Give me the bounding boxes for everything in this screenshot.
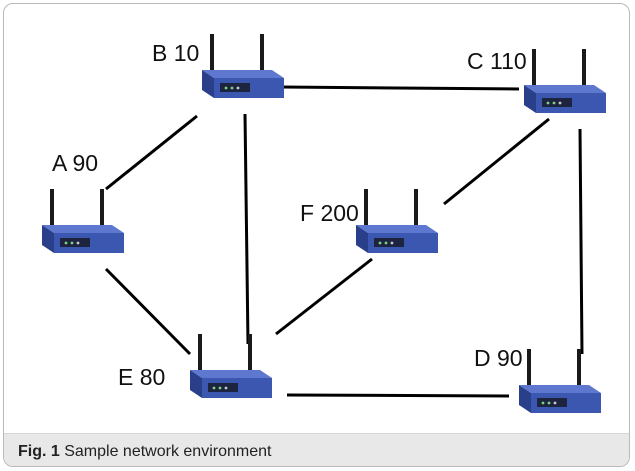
wireless-router-icon xyxy=(42,189,124,253)
caption-text: Sample network environment xyxy=(64,443,272,460)
router-node-f: F 200 xyxy=(300,189,438,253)
node-label-f: F 200 xyxy=(300,200,359,226)
node-label-a: A 90 xyxy=(52,150,98,176)
figure-frame: A 90 B 10 C 110 D 90 E 80 F 200 Fig. 1 Sample… xyxy=(3,3,630,467)
router-node-d: D 90 xyxy=(474,345,601,413)
router-node-b: B 10 xyxy=(152,34,284,98)
link-e-f xyxy=(275,257,373,336)
wireless-router-icon xyxy=(202,34,284,98)
link-c-f xyxy=(443,117,550,206)
routers-layer: A 90 B 10 C 110 D 90 E 80 F 200 xyxy=(42,34,606,413)
node-label-e: E 80 xyxy=(118,364,165,390)
link-c-d xyxy=(578,128,584,355)
links-layer xyxy=(104,85,584,398)
node-label-c: C 110 xyxy=(467,48,527,74)
network-diagram: A 90 B 10 C 110 D 90 E 80 F 200 xyxy=(42,34,606,413)
caption-label: Fig. 1 xyxy=(18,443,60,460)
link-b-c xyxy=(281,85,520,91)
link-a-b xyxy=(105,114,198,191)
node-label-d: D 90 xyxy=(474,345,523,371)
node-label-b: B 10 xyxy=(152,40,199,66)
figure-caption: Fig. 1 Sample network environment xyxy=(4,433,629,466)
router-node-a: A 90 xyxy=(42,150,124,253)
link-e-d xyxy=(286,393,510,398)
router-node-c: C 110 xyxy=(467,48,606,113)
link-b-e xyxy=(243,113,250,345)
link-a-e xyxy=(104,267,192,356)
wireless-router-icon xyxy=(356,189,438,253)
router-node-e: E 80 xyxy=(118,334,272,398)
wireless-router-icon xyxy=(519,349,601,413)
wireless-router-icon xyxy=(190,334,272,398)
wireless-router-icon xyxy=(524,49,606,113)
